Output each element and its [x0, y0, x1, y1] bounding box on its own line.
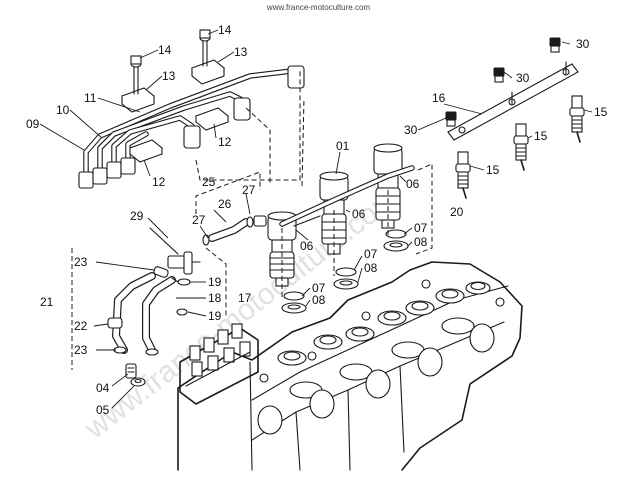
- callout-16: 16: [432, 91, 446, 105]
- callout-20: 20: [450, 205, 464, 219]
- callout-labels: 14 14 13 13 11 10 09 12 12 25 26 27 27 2…: [26, 23, 608, 417]
- return-hose-assembly: [195, 171, 267, 246]
- callout-09: 09: [26, 117, 40, 131]
- callout-26: 26: [218, 197, 232, 211]
- callout-11: 11: [84, 91, 97, 105]
- callout-18: 18: [208, 291, 222, 305]
- callout-05: 05: [96, 403, 110, 417]
- callout-08-centre: 08: [364, 261, 378, 275]
- callout-07-left: 07: [312, 281, 326, 295]
- callout-27-upper: 27: [242, 183, 256, 197]
- injector-washers: [281, 229, 409, 314]
- callout-27-lower: 27: [192, 213, 206, 227]
- cylinder-head: [177, 261, 523, 471]
- callout-06-right: 06: [406, 177, 420, 191]
- callout-19-upper: 19: [208, 275, 222, 289]
- callout-23-lower: 23: [74, 343, 88, 357]
- callout-23-upper: 23: [74, 255, 88, 269]
- callout-15-middle: 15: [534, 129, 548, 143]
- callout-30-middle: 30: [516, 71, 530, 85]
- callout-14-right: 14: [218, 23, 232, 37]
- glow-plugs: [445, 37, 585, 199]
- callout-14-left: 14: [158, 43, 172, 57]
- valve-row: [257, 281, 495, 435]
- callout-12-left: 12: [152, 175, 166, 189]
- pipe-clamps: [120, 29, 230, 163]
- callout-19-lower: 19: [208, 309, 222, 323]
- glow-plug-bus-bar: [447, 61, 579, 141]
- dashed-guide-06: [301, 97, 433, 255]
- callout-04: 04: [96, 381, 110, 395]
- callout-21: 21: [40, 295, 54, 309]
- callout-08-right: 08: [414, 235, 428, 249]
- dashed-bracket-17: [205, 247, 227, 318]
- pipe-end-nuts-left: [78, 157, 136, 189]
- callout-22: 22: [74, 319, 88, 333]
- injector-right: [373, 143, 403, 229]
- dashed-guide-b: [245, 107, 271, 184]
- callout-08-left: 08: [312, 293, 326, 307]
- callout-06-left: 06: [300, 239, 314, 253]
- tee-fitting-assembly: [107, 227, 201, 387]
- callout-30-top: 30: [576, 37, 590, 51]
- dashed-guide-25: [195, 70, 301, 181]
- callout-12-right: 12: [218, 135, 232, 149]
- callout-01: 01: [336, 139, 350, 153]
- callout-13-right: 13: [234, 45, 248, 59]
- callout-06-centre: 06: [352, 207, 366, 221]
- callout-17: 17: [238, 291, 252, 305]
- injection-pipes: [83, 67, 303, 179]
- callout-15-top: 15: [594, 105, 608, 119]
- callout-25: 25: [202, 175, 216, 189]
- callout-29: 29: [130, 209, 144, 223]
- callout-30-left: 30: [404, 123, 418, 137]
- callout-07-right: 07: [414, 221, 428, 235]
- callout-10: 10: [56, 103, 70, 117]
- site-url-header: www.france-motoculture.com: [266, 3, 371, 12]
- callout-15-lower: 15: [486, 163, 500, 177]
- callout-13-left: 13: [162, 69, 176, 83]
- leader-lines: [39, 29, 593, 409]
- callout-07-centre: 07: [364, 247, 378, 261]
- valve-spring-cluster: [179, 323, 259, 405]
- dashed-guide-injectors: [281, 190, 389, 300]
